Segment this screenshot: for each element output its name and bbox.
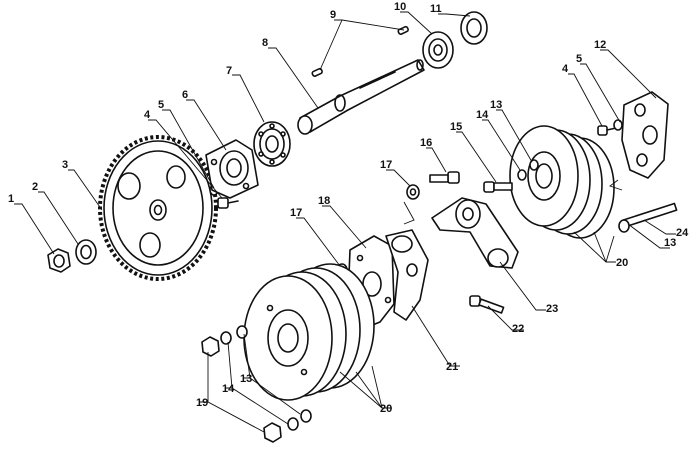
part-22-bolt	[469, 295, 505, 314]
part-1-nut	[47, 248, 71, 273]
part-9-key-1	[397, 25, 409, 35]
callout-15: 15	[450, 121, 462, 133]
part-19-nut-upper	[201, 336, 220, 357]
callout-10: 10	[394, 1, 406, 13]
callout-24: 24	[676, 227, 689, 239]
part-3-gear	[98, 135, 218, 281]
callout-1: 1	[8, 193, 14, 205]
callout-13-top: 13	[490, 99, 502, 111]
callout-12: 12	[594, 39, 606, 51]
callout-5-left: 5	[158, 99, 164, 111]
callout-5-right: 5	[576, 53, 582, 65]
part-13-washer-right-top	[529, 159, 539, 171]
part-16-bolt	[429, 171, 460, 184]
part-6-flange	[205, 139, 259, 199]
part-7-bearing	[253, 121, 291, 167]
part-20-pulley-right	[509, 125, 615, 239]
callout-20-left: 20	[380, 403, 392, 415]
part-11-bearing	[460, 11, 488, 45]
part-4-bolt-left	[217, 197, 239, 209]
part-12-bracket	[621, 91, 669, 179]
callout-13-right: 13	[664, 237, 676, 249]
part-8-shaft	[297, 59, 425, 135]
callout-6: 6	[182, 89, 188, 101]
part-20-pulley-left	[243, 263, 375, 401]
part-23-tensioner-arm	[431, 197, 519, 269]
callout-16: 16	[420, 137, 432, 149]
callout-21: 21	[446, 361, 458, 373]
callout-8: 8	[262, 37, 268, 49]
callout-19: 19	[196, 397, 208, 409]
callout-18: 18	[318, 195, 330, 207]
part-14-washer-right	[517, 169, 527, 181]
callout-2: 2	[32, 181, 38, 193]
part-24-long-bolt	[618, 202, 678, 233]
callout-labels: 1 2 3 4 5 6 7 8 9 10 11 12 4 5 13 14 15 …	[8, 1, 689, 415]
callout-20-right: 20	[616, 257, 628, 269]
callout-9: 9	[330, 9, 336, 21]
part-14-washer-upper	[220, 331, 232, 345]
callout-11: 11	[430, 3, 442, 15]
callout-23: 23	[546, 303, 558, 315]
part-17-washer-upper	[406, 184, 420, 200]
callout-4-right: 4	[562, 63, 569, 75]
callout-22: 22	[512, 323, 524, 335]
part-13-washer-upper	[236, 325, 248, 339]
part-5-washer-right	[613, 119, 623, 131]
part-15-bolt	[483, 181, 513, 193]
callout-7: 7	[226, 65, 232, 77]
callout-17-lower: 17	[290, 207, 302, 219]
callout-4-left: 4	[144, 109, 151, 121]
part-14-washer-lower	[287, 417, 299, 431]
callout-14-bottom: 14	[222, 383, 235, 395]
part-9-key-2	[311, 67, 323, 77]
part-13-washer-lower	[300, 409, 312, 423]
callout-14-top: 14	[476, 109, 489, 121]
part-19-nut-lower	[263, 422, 282, 443]
part-4-bolt-right	[597, 125, 617, 136]
callout-13-bottom: 13	[240, 373, 252, 385]
part-10-bearing	[422, 31, 454, 69]
part-2-lock-washer	[75, 239, 97, 265]
part-21-bracket	[385, 229, 429, 321]
leader-lines	[14, 11, 676, 433]
callout-3: 3	[62, 159, 68, 171]
callout-17-upper: 17	[380, 159, 392, 171]
